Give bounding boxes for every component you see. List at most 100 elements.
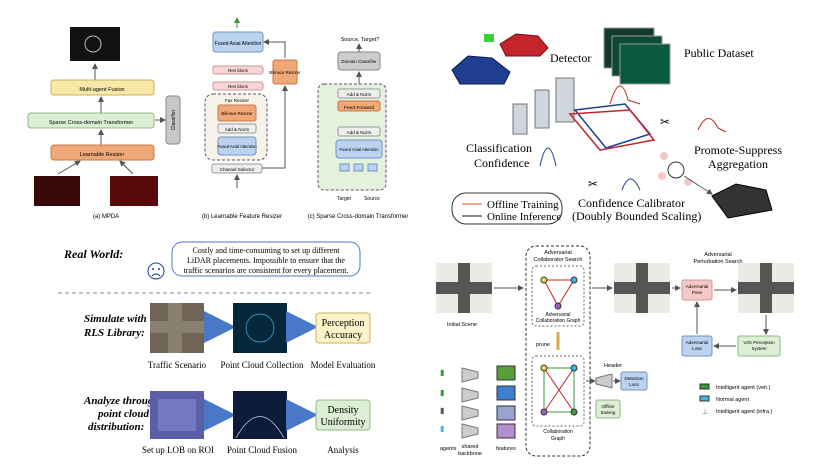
real-world-label: Real World:	[63, 247, 123, 261]
input-lidar-left	[34, 176, 80, 206]
density-uniformity-l2: Uniformity	[321, 417, 366, 428]
perception-accuracy-l1: Perception	[322, 318, 365, 329]
point-cloud-collection-caption: Point Cloud Collection	[220, 360, 304, 370]
detector-layer-1	[512, 103, 528, 135]
fused-axial-c-label: Fused Axial Attention	[339, 147, 379, 152]
v2x-perception-l2: System	[751, 346, 766, 351]
add-norm-bottom-box	[337, 126, 381, 137]
shared-backbone-l2: backbone	[458, 451, 482, 457]
multi-agent-fusion-label: Multi-agent Fusion	[79, 87, 124, 93]
initial-scene-label: Initial Scene	[447, 322, 477, 328]
collaborator-search-l2: Collaborator Search	[534, 257, 583, 263]
output-car	[711, 183, 773, 219]
doubly-bounded-label: (Doubly Bounded Scaling)	[572, 209, 701, 223]
feed-forward-box	[337, 100, 381, 112]
transformer-block-group	[317, 83, 387, 191]
caption-sparse-transformer: (c) Sparse Cross-domain Transformer	[308, 214, 409, 220]
point-cloud-image	[233, 303, 287, 353]
collaborator-search-l1: Adversarial	[544, 250, 572, 256]
simulate-label-l1: Simulate with	[84, 313, 147, 325]
res-block-2	[212, 81, 264, 91]
lidar-placement-panel: Real World: Costly and time-consuming to…	[58, 241, 376, 455]
adversarial-graph-l1: Adversarial	[545, 312, 570, 318]
classifier-label: Classifier	[171, 109, 177, 130]
perturbation-search-l2: Perturbation Search	[694, 259, 743, 265]
collaboration-graph-box	[531, 355, 585, 427]
adversarial-panel: Initial Scene Adversarial Collaborator S…	[436, 245, 794, 457]
analysis-caption: Analysis	[327, 445, 359, 455]
car-blue	[451, 55, 511, 85]
feature-map-2	[496, 385, 516, 401]
add-norm-box-b	[217, 123, 257, 134]
aggregation-node	[667, 161, 685, 179]
adversarial-loss-l2: Loss	[692, 346, 702, 351]
feature-map-4	[496, 423, 516, 439]
input-lidar-right	[110, 176, 158, 206]
car-red	[499, 33, 549, 57]
promote-suppress-l1: Promote-Suppress	[694, 143, 782, 157]
public-dataset-label: Public Dataset	[684, 46, 754, 60]
bilinear-inner-box	[217, 104, 257, 122]
sparse-transformer-box	[27, 112, 155, 129]
bilinear-side-label: Bilinear Resizer	[269, 70, 301, 75]
point-cloud-fusion-caption: Point Cloud Fusion	[227, 445, 298, 455]
agent-icon-1: ▮	[440, 368, 444, 377]
offline-training-l2: training	[601, 410, 616, 415]
collaboration-graph-l1: Collaboration	[543, 429, 573, 435]
confidence-calibrator-label: Confidence Calibrator	[578, 196, 685, 210]
density-uniformity-box	[315, 399, 371, 431]
analyze-label-l3: distribution:	[88, 421, 144, 433]
panel-feature-resizer: Fused Axial Attention Res block Res bloc…	[202, 17, 301, 220]
collaborator-search-group	[525, 245, 591, 457]
confidence-curve-left	[539, 147, 557, 167]
classification-confidence-l1: Classification	[466, 141, 532, 155]
features-label: features	[496, 446, 516, 452]
agents-label: agents	[440, 446, 457, 452]
legend-online-label: Online Inference	[487, 211, 561, 223]
classification-confidence-l2: Confidence	[474, 156, 529, 170]
caption-mpda: (a) MPDA	[93, 214, 119, 220]
sensor-beam	[484, 34, 494, 42]
detection-box-red	[568, 109, 656, 151]
res-block-1-label: Res block	[228, 68, 249, 73]
adversarial-pose-l2: Pose	[692, 290, 703, 295]
res-block-2-label: Res block	[228, 84, 249, 89]
panel-mpda: Multi-agent Fusion Sparse Cross-domain T…	[27, 27, 181, 220]
model-evaluation-caption: Model Evaluation	[311, 360, 376, 370]
domain-classifier-label: Domain Classifier	[341, 59, 377, 64]
bilinear-inner-label: Bilinear Resizer	[221, 111, 253, 116]
calibration-curve-top	[609, 85, 641, 105]
agent-icon-4: ▮	[440, 424, 444, 433]
fused-axial-bottom-label: Fused Axial Attention	[217, 144, 257, 149]
bubble-line-3: traffic scenarios are consistent for eve…	[184, 266, 349, 275]
legend-veh-swatch	[699, 383, 710, 390]
detection-loss-l1: Detection	[624, 376, 644, 381]
v2x-perception-l1: V2X Perception	[743, 340, 775, 345]
point-cloud-fusion-image	[233, 391, 287, 439]
fused-axial-top-label: Fused Axial Attention	[215, 41, 262, 47]
adversarial-graph-l2: Collaboration Graph	[536, 318, 581, 324]
header-label: Header	[604, 363, 622, 369]
adversarial-graph-box	[531, 265, 585, 327]
output-bev-image	[70, 27, 120, 61]
panel-sparse-transformer: Source, Target? Domain Classifier Add & …	[308, 37, 409, 220]
detector-layer-3	[555, 77, 575, 123]
v2x-perception-box	[737, 335, 781, 357]
sad-face-icon	[147, 262, 165, 280]
fax-resizer-label: Fax Resizer	[225, 98, 250, 103]
speech-bubble	[171, 241, 361, 277]
analyze-label-l1: Analyze through	[83, 395, 160, 407]
bev-ring	[84, 35, 102, 53]
learnable-resizer-box	[50, 144, 155, 161]
sparse-transformer-label: Sparse Cross-domain Transformer	[49, 120, 134, 126]
legend-offline-label: Offline Training	[487, 199, 559, 211]
input-source-label: Source	[364, 196, 380, 202]
collaboration-graph-l2: Graph	[551, 436, 565, 442]
legend-infra-icon: ⊥	[702, 409, 708, 416]
adversarial-pose-box	[681, 279, 713, 301]
prune-label: prune	[536, 342, 550, 348]
perception-accuracy-box	[315, 312, 371, 344]
add-norm-label-b: Add & Norm	[225, 127, 250, 132]
analyze-label-l2: point cloud	[97, 408, 150, 420]
res-block-1	[212, 65, 264, 75]
